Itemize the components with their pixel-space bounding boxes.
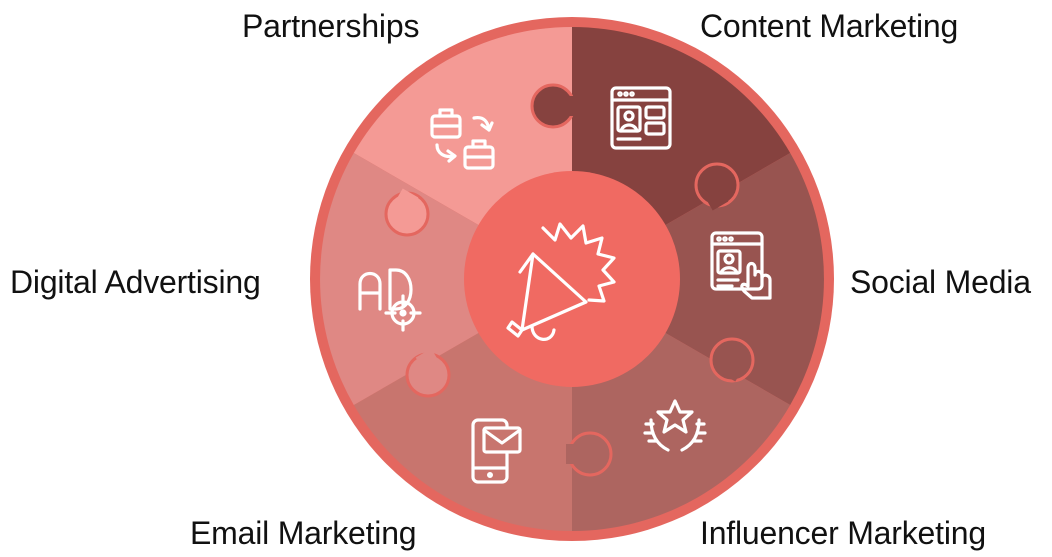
megaphone-badge-icon [506, 222, 616, 341]
label-content-marketing: Content Marketing [700, 8, 959, 44]
profile-click-icon [710, 231, 772, 300]
label-social-media: Social Media [850, 264, 1031, 300]
label-partnerships: Partnerships [242, 8, 420, 44]
puzzle-knob-joint [705, 189, 729, 211]
puzzle-knob-joint [415, 348, 439, 370]
partnership-exchange-icon [430, 108, 495, 170]
label-email-marketing: Email Marketing [190, 515, 417, 551]
webpage-layout-icon [610, 86, 672, 150]
segment-digital-advertising [320, 153, 572, 405]
star-laurel-icon [643, 399, 707, 452]
segment-social-media [572, 153, 824, 405]
label-influencer-marketing: Influencer Marketing [700, 515, 986, 551]
ad-target-icon [358, 268, 422, 332]
center-hub [464, 171, 680, 387]
puzzle-knob-joint [560, 96, 576, 116]
puzzle-knob-joint [719, 360, 743, 382]
puzzle-knob-joint [395, 188, 419, 210]
puzzle-knob-joint [566, 444, 582, 464]
phone-mail-icon [471, 418, 522, 484]
label-digital-advertising: Digital Advertising [10, 264, 261, 300]
